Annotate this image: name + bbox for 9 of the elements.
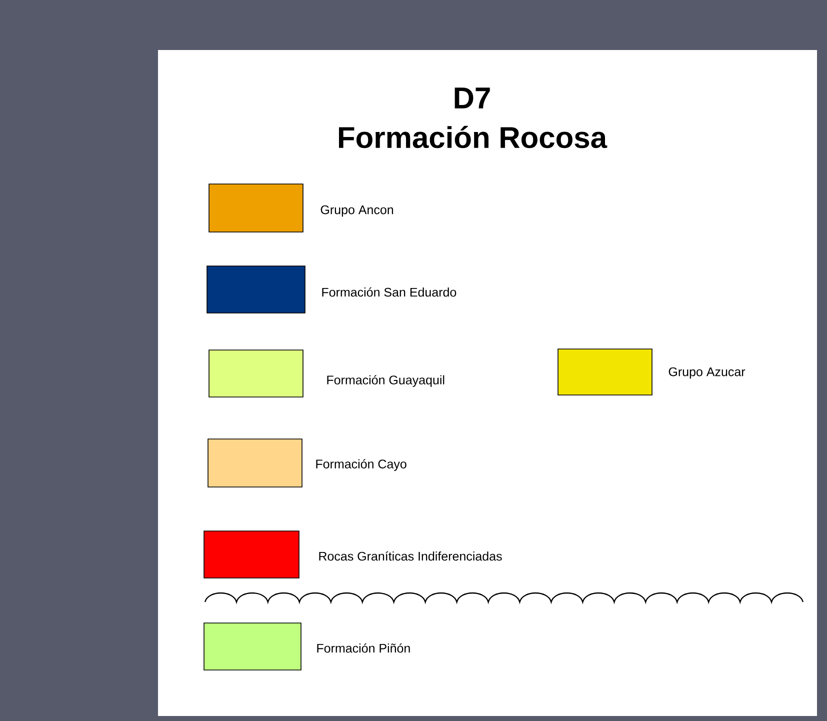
legend-label: Grupo Ancon xyxy=(320,205,394,217)
legend-label: Formación Guayaquil xyxy=(327,375,444,387)
legend-label: Grupo Azucar xyxy=(668,367,746,379)
legend-label: Formación Piñón xyxy=(317,643,410,653)
title: D7 xyxy=(454,88,490,108)
legend-label: Formación Cayo xyxy=(316,459,406,471)
legend-label: Rocas Graníticas Indiferenciadas xyxy=(319,551,502,561)
subtitle: Formación Rocosa xyxy=(338,126,608,148)
legend-label: Formación San Eduardo xyxy=(322,287,456,297)
